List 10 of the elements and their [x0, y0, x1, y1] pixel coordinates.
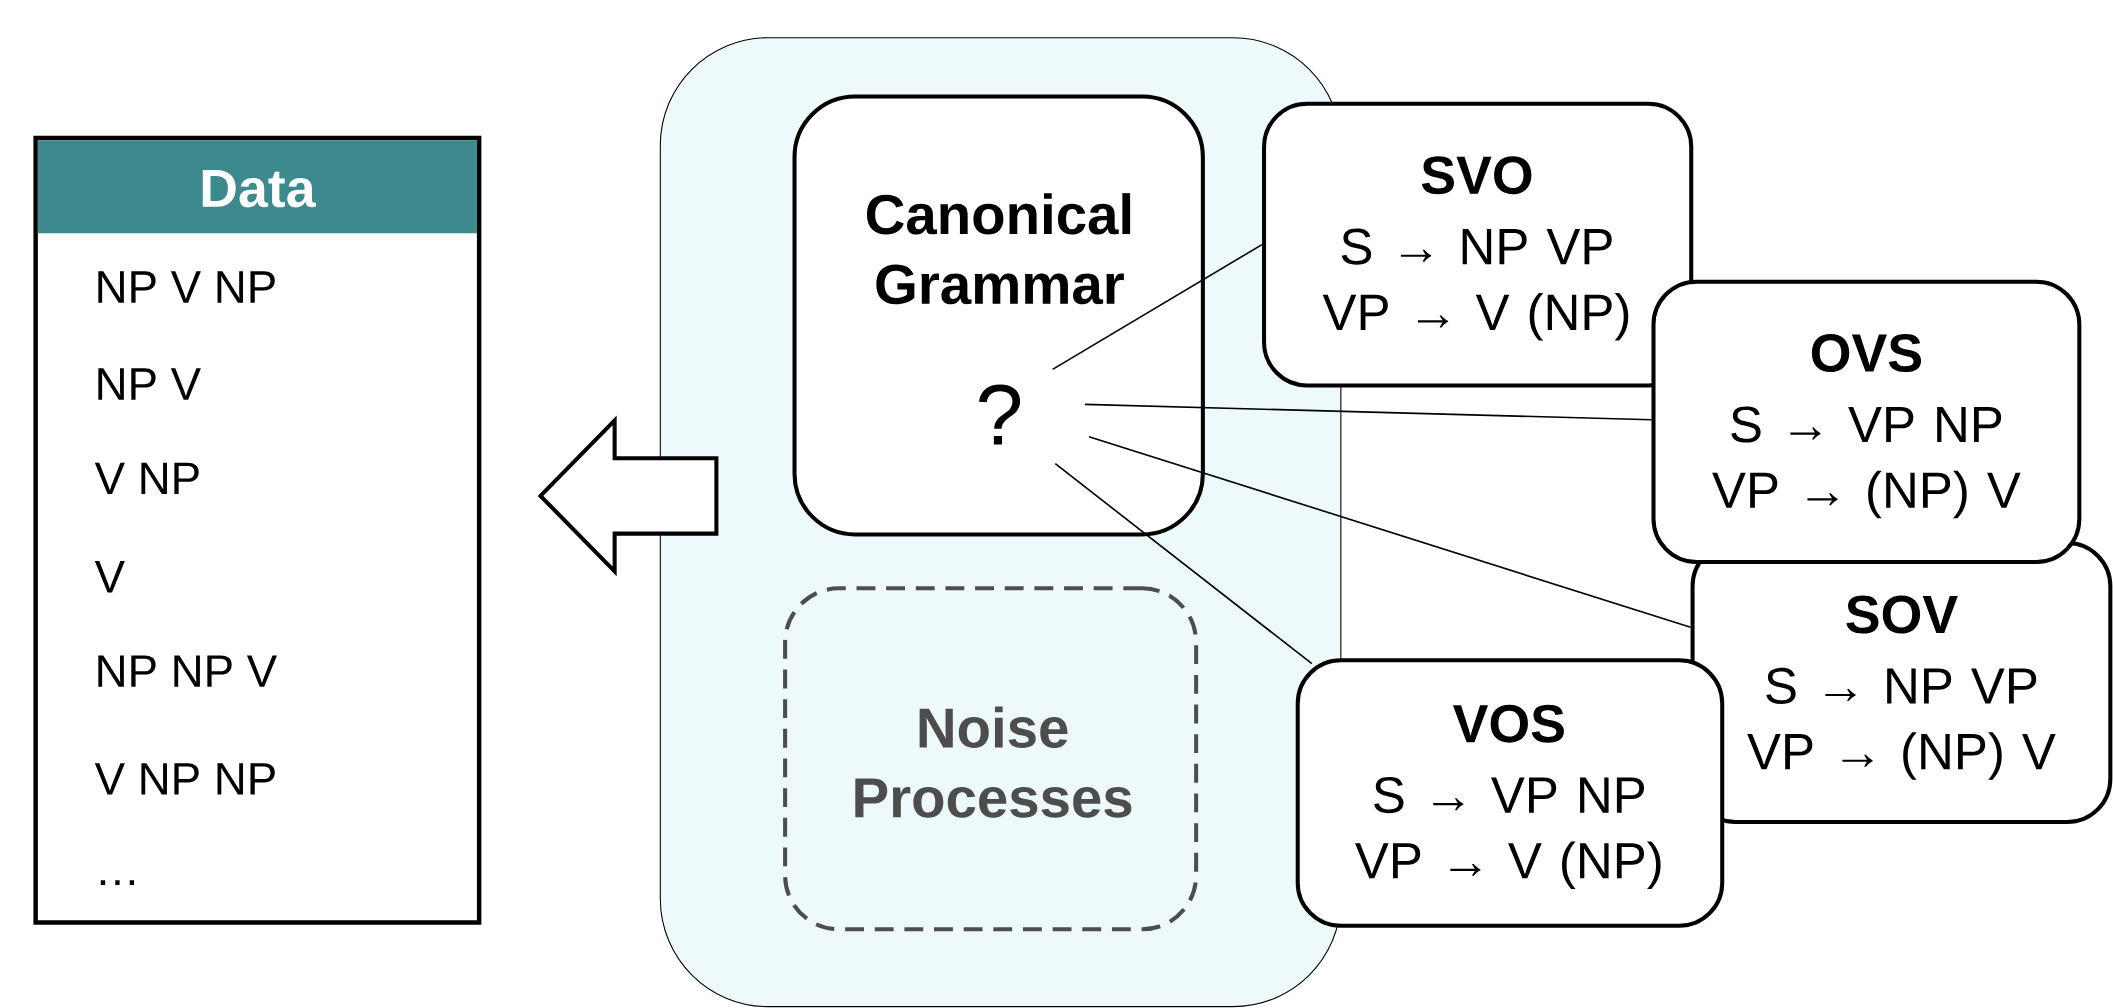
rounded-box: Canonical Grammar ? — [792, 94, 1205, 537]
connector-line — [1051, 243, 1263, 371]
data-table: Data NP V NP NP V V NP V NP NP V V NP NP … — [33, 135, 482, 925]
dashed-box: Noise Processes — [783, 586, 1199, 932]
grammar-card: OVS S → VP NP VP → (NP) V — [1651, 279, 2082, 564]
connector-line — [1054, 462, 1313, 665]
connector-line — [1088, 435, 1692, 629]
connector-line — [1084, 403, 1653, 421]
grammar-card: SVO S → NP VP VP → V (NP) — [1262, 101, 1694, 388]
grammar-card: VOS S → VP NP VP → V (NP) — [1295, 658, 1725, 928]
